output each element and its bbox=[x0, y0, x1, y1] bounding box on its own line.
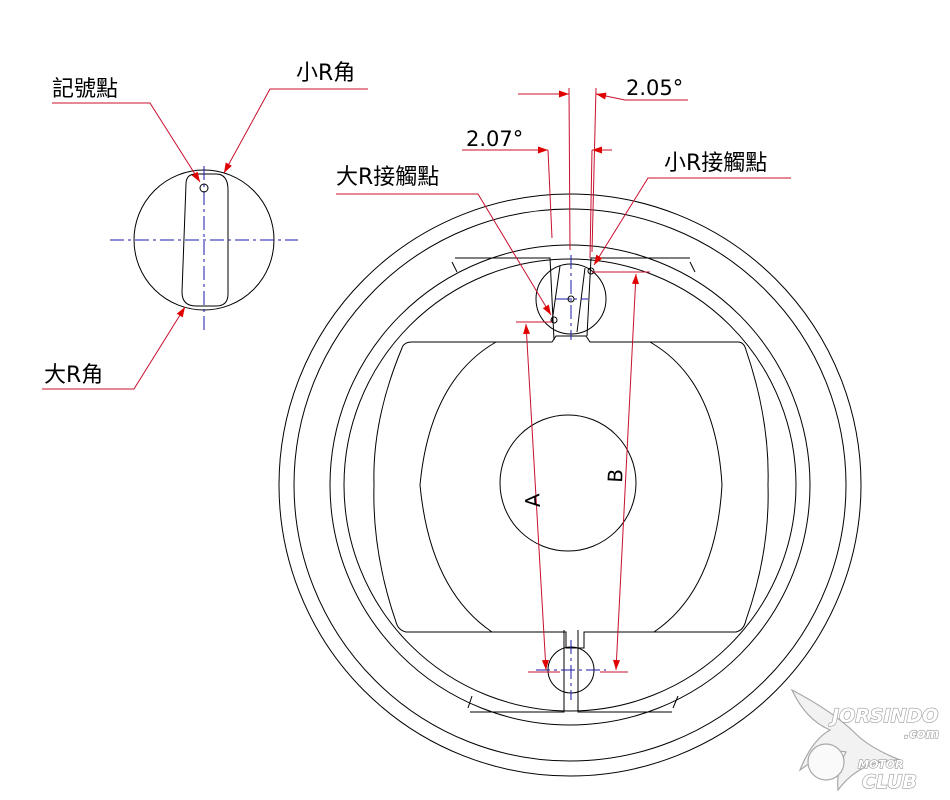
mark-point-label: 記號點 bbox=[52, 77, 118, 102]
outer-ring bbox=[278, 193, 862, 777]
dim-b-line bbox=[613, 273, 639, 671]
watermark-club: CLUB bbox=[862, 771, 917, 793]
tick-3 bbox=[467, 695, 473, 709]
large-r-corner-label: 大R角 bbox=[44, 363, 103, 388]
outer-pocket-lower bbox=[470, 630, 672, 713]
outer-pocket-upper bbox=[455, 257, 690, 341]
large-r-contact-label: 大R接觸點 bbox=[336, 165, 439, 190]
watermark-helmet-icon bbox=[807, 743, 845, 781]
small-r-contact-leader bbox=[593, 177, 791, 266]
roller-detail bbox=[110, 166, 298, 330]
upper-roller-flat bbox=[551, 265, 586, 333]
angle-ext-2 bbox=[568, 87, 571, 251]
large-r-contact-leader bbox=[336, 193, 552, 316]
dim-a-label: A bbox=[520, 493, 545, 508]
upper-roller-center bbox=[567, 295, 575, 303]
tick-4 bbox=[672, 695, 679, 709]
watermark-motor: MOTOR bbox=[858, 758, 904, 771]
watermark-brand: JORSINDO bbox=[828, 705, 938, 727]
angle-ext-1 bbox=[547, 149, 553, 239]
angle-205-label: 2.05° bbox=[626, 76, 683, 100]
mark-point-dot bbox=[199, 183, 209, 193]
small-r-leader bbox=[223, 88, 368, 174]
large-r-contact-point bbox=[550, 316, 558, 324]
left-leaders bbox=[42, 88, 368, 390]
angle-205-dim-right bbox=[595, 92, 688, 101]
small-r-contact-label: 小R接觸點 bbox=[664, 151, 767, 176]
cam-lobe-left bbox=[419, 341, 497, 633]
cam-lobe-right bbox=[649, 341, 723, 633]
angle-207-label: 2.07° bbox=[466, 127, 523, 151]
large-r-leader bbox=[42, 306, 186, 390]
outer-ring-inner bbox=[293, 208, 847, 762]
watermark-domain: .com bbox=[904, 727, 939, 742]
watermark-logo: JORSINDO .com MOTOR CLUB bbox=[790, 688, 940, 794]
inner-body bbox=[373, 335, 769, 649]
dim-a-line bbox=[523, 323, 549, 671]
housing-ring bbox=[329, 244, 811, 726]
clutch-assembly bbox=[278, 193, 862, 777]
tick-2 bbox=[689, 261, 696, 273]
mark-point-leader bbox=[52, 102, 201, 183]
dim-b-label: B bbox=[603, 468, 628, 483]
housing-ring-inner bbox=[343, 258, 797, 712]
small-r-contact-point bbox=[587, 267, 595, 275]
tick-1 bbox=[451, 261, 458, 273]
angle-dimensions bbox=[462, 87, 688, 259]
small-r-corner-label: 小R角 bbox=[296, 61, 355, 86]
angle-ext-3 bbox=[589, 149, 593, 259]
angle-ext-4 bbox=[591, 87, 597, 253]
distance-dimensions bbox=[516, 271, 650, 673]
